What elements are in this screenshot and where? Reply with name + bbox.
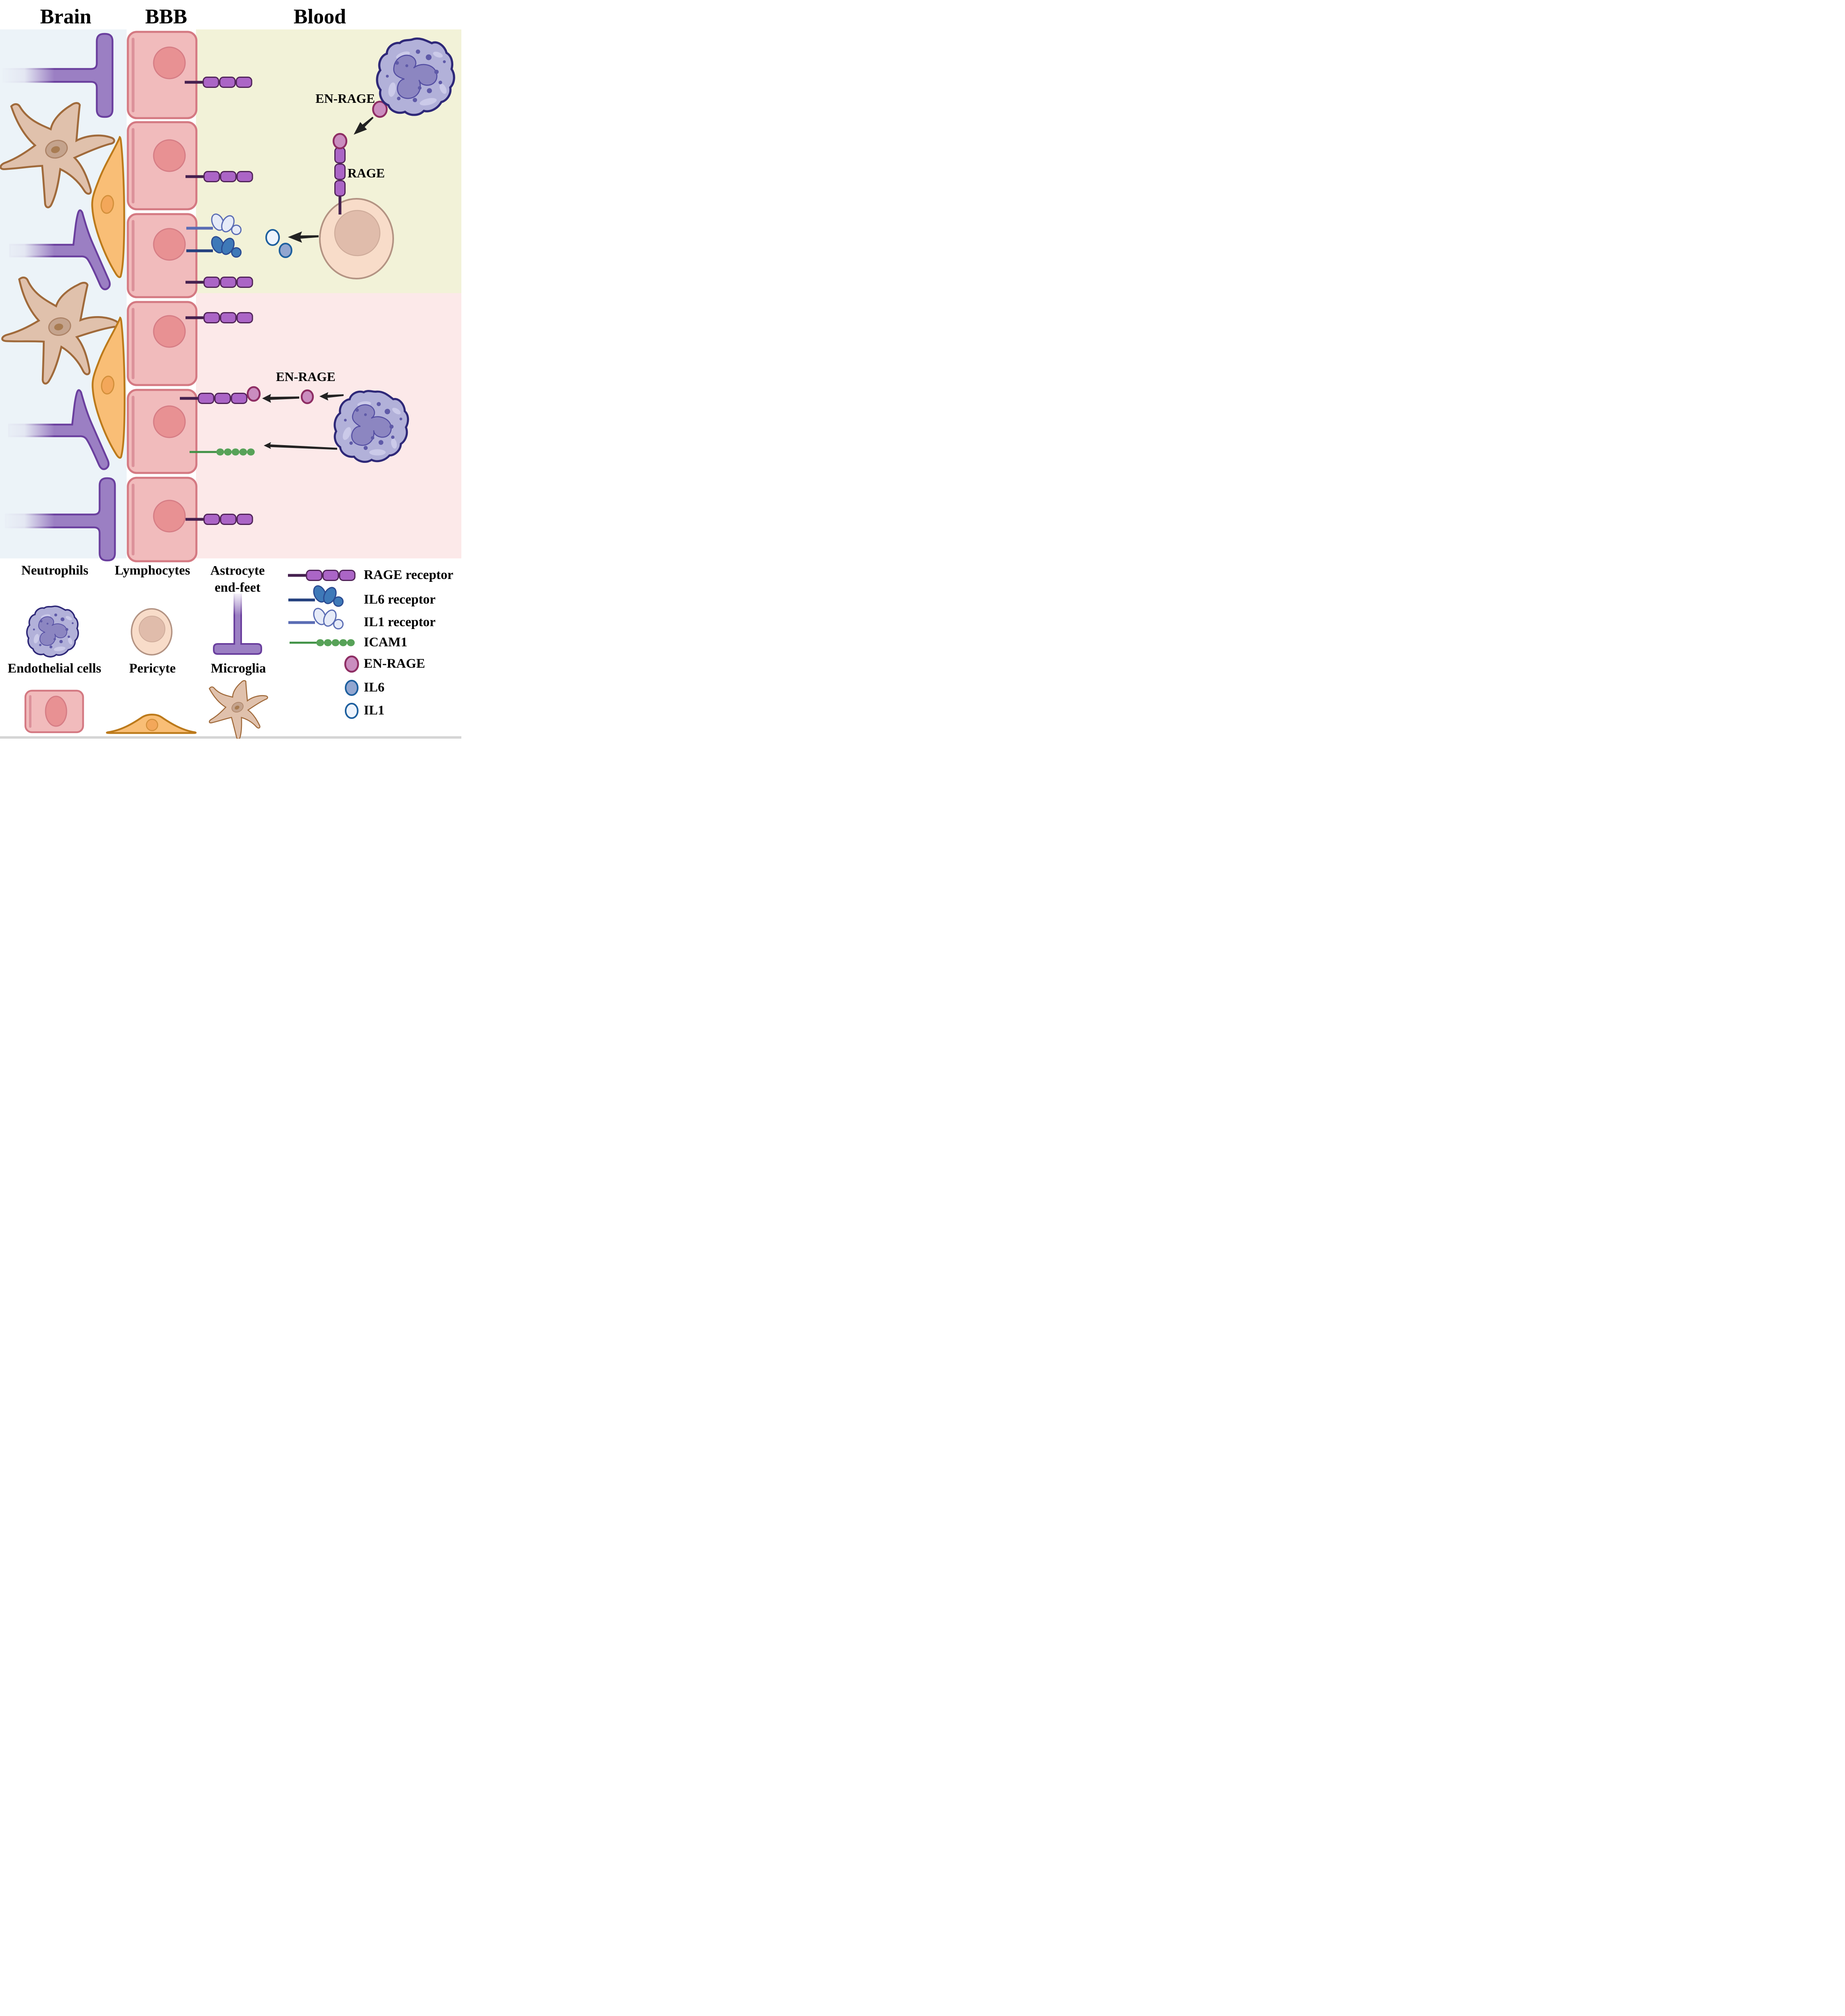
endothelial-nucleus [153, 228, 186, 261]
astrocyte-end-foot-legend-icon [213, 591, 262, 655]
microglia-legend-icon [202, 677, 275, 739]
header-blood: Blood [293, 5, 346, 29]
il1-receptor-legend-icon [288, 606, 343, 629]
legend-label-rage-receptor: RAGE receptor [364, 568, 454, 583]
il6-legend-icon [345, 680, 359, 696]
legend-label-lymphocytes: Lymphocytes [115, 563, 190, 578]
label-en-rage-bottom: EN-RAGE [276, 369, 336, 384]
label-en-rage-top: EN-RAGE [315, 91, 375, 106]
en-rage-molecule-top [372, 100, 388, 118]
arrow-neutrophil-to-icam1 [264, 442, 337, 450]
legend-label-endothelial-cells: Endothelial cells [8, 661, 101, 676]
legend-label-microglia: Microglia [211, 661, 266, 676]
lymphocyte-nucleus [334, 210, 381, 256]
endothelial-cell [127, 31, 198, 119]
arrow-lymphocyte-secretes-il [288, 231, 319, 243]
astrocyte-end-foot-2 [9, 209, 111, 290]
astrocyte-arm-fade-2 [0, 242, 54, 261]
endothelial-cell [127, 301, 198, 386]
il1-legend-icon [345, 703, 359, 719]
legend-label-il6-receptor: IL6 receptor [364, 592, 436, 607]
il6-receptor-legend-icon [288, 584, 343, 606]
lymphocyte-legend-icon [131, 608, 173, 656]
pericyte-cell-2 [92, 316, 126, 459]
diagram-canvas [0, 29, 461, 739]
header-brain: Brain [40, 5, 92, 29]
legend-label-icam1: ICAM1 [364, 635, 408, 650]
legend-label-il6: IL6 [364, 680, 385, 695]
endothelial-legend-icon [24, 689, 84, 733]
header-bbb: BBB [145, 5, 188, 29]
en-rage-molecule-bottom [300, 389, 314, 404]
en-rage-molecule-on-rage [332, 133, 348, 150]
astrocyte-end-foot-3 [8, 389, 110, 470]
endothelial-nucleus [153, 139, 186, 172]
endothelial-cell-column [127, 31, 198, 562]
astrocyte-arm-fade-3 [0, 421, 54, 441]
legend-label-astrocyte-end-feet: Astrocyte end-feet [210, 563, 265, 595]
legend-label-il1-receptor: IL1 receptor [364, 615, 436, 630]
legend-label-neutrophils: Neutrophils [21, 563, 89, 578]
endothelial-cell [127, 213, 198, 298]
endothelial-nucleus [153, 500, 186, 533]
endothelial-cell [127, 121, 198, 210]
astrocyte-end-foot-1 [2, 33, 114, 118]
en-rage-legend-icon [344, 655, 359, 673]
pericyte-cell-1 [91, 135, 125, 278]
legend-label-pericyte: Pericyte [129, 661, 176, 676]
label-rage: RAGE [347, 165, 385, 180]
arrow-enrage-binding [262, 394, 299, 403]
legend-label-il1: IL1 [364, 703, 385, 718]
il1-molecule-free [265, 229, 280, 246]
arrow-neutrophil-releases-enrage [319, 392, 344, 401]
astrocyte-arm-fade-4 [0, 511, 54, 531]
rage-receptor-legend-icon [288, 571, 355, 581]
astrocyte-arm-fade-1 [0, 66, 54, 85]
endothelial-nucleus [153, 315, 186, 348]
endothelial-nucleus [153, 405, 186, 438]
endothelial-nucleus [153, 46, 186, 79]
il6-molecule-free [279, 243, 292, 258]
neutrophil-legend-icon [26, 605, 79, 658]
astrocyte-end-foot-4 [4, 477, 116, 562]
legend-label-en-rage: EN-RAGE [364, 656, 425, 671]
bottom-strip [0, 736, 461, 739]
lymphocyte-cell [319, 198, 394, 279]
bbb-diagram: Brain BBB Blood EN-RAGE RAGE EN-RAGE Neu… [0, 0, 461, 739]
pericyte-legend-icon [106, 714, 197, 734]
icam1-legend-icon [290, 639, 355, 646]
arrow-enrage-to-rage [354, 117, 374, 135]
endothelial-cell [127, 389, 198, 474]
en-rage-molecule-bound [246, 386, 261, 402]
